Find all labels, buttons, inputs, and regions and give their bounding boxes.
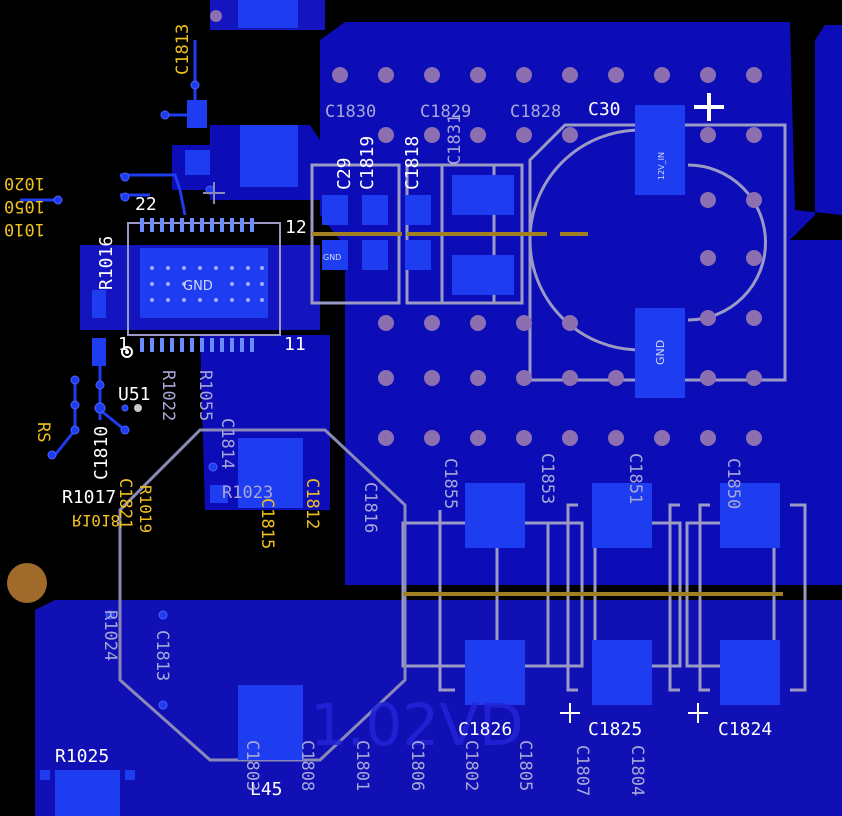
label-c1808: C1808	[297, 740, 317, 791]
via-row-5	[378, 430, 762, 446]
u51-thermal-vias	[150, 266, 264, 302]
label-c1829: C1829	[420, 102, 471, 122]
net-label-12v: 12V_IN	[657, 152, 666, 180]
label-1050: 1050	[4, 196, 45, 216]
via-row-3	[378, 315, 578, 331]
net-label-gnd-c29: GND	[323, 253, 341, 262]
label-r1023: R1023	[222, 483, 273, 503]
silkscreen-dim: C1830 C1829 C1828 C1831 R1022 R1055 C181…	[100, 102, 743, 796]
label-r1024: R1024	[100, 610, 120, 661]
label-c1855: C1855	[440, 458, 460, 509]
label-r1018: R1018	[72, 511, 120, 530]
label-pin1: 1	[118, 334, 129, 355]
c30-body-arc-2	[687, 163, 767, 322]
label-c1807: C1807	[572, 745, 592, 796]
c1824-bracket	[668, 503, 680, 692]
label-r1022: R1022	[158, 370, 178, 421]
label-c1825: C1825	[588, 719, 642, 740]
small-vias	[47, 80, 218, 710]
label-pin12: 12	[285, 217, 307, 238]
gold-bands	[312, 232, 783, 596]
label-c1850: C1850	[723, 458, 743, 509]
label-c1824: C1824	[718, 719, 772, 740]
label-r1019: R1019	[136, 485, 155, 533]
label-c1826: C1826	[458, 719, 512, 740]
via-row-2	[378, 127, 762, 143]
via-field	[210, 10, 762, 446]
label-c1830: C1830	[325, 102, 376, 122]
label-c1813-top: C1813	[173, 24, 193, 75]
label-c1828: C1828	[510, 102, 561, 122]
label-c1810: C1810	[91, 426, 112, 480]
label-c1812: C1812	[302, 478, 322, 529]
label-1020: 1020	[4, 173, 45, 193]
label-1010: 1010	[4, 219, 45, 239]
polarity-marks	[203, 93, 724, 723]
label-c1802: C1802	[461, 740, 481, 791]
label-c1805: C1805	[515, 740, 535, 791]
u51-pin1-marker	[121, 346, 133, 358]
label-c1801: C1801	[352, 740, 372, 791]
fiducial-marker	[7, 563, 47, 603]
label-pin22: 22	[135, 194, 157, 215]
label-pin11: 11	[284, 334, 306, 355]
label-c1819: C1819	[357, 136, 378, 190]
label-u51: U51	[118, 384, 151, 405]
label-rs: RS	[33, 422, 53, 442]
label-r1025: R1025	[55, 746, 109, 767]
label-c1815: C1815	[257, 498, 277, 549]
c1826-bracket	[438, 510, 455, 692]
c1823-bracket-right	[790, 503, 807, 692]
c1825-bracket	[566, 503, 578, 692]
via-row-1	[332, 67, 762, 83]
c30-outline	[528, 123, 787, 382]
via-row-4	[378, 370, 624, 386]
via-column-right	[700, 192, 762, 386]
label-l45: L45	[250, 779, 283, 800]
label-c29: C29	[334, 157, 355, 190]
label-c1804: C1804	[627, 745, 647, 796]
label-c1831: C1831	[445, 114, 465, 165]
label-r1016: R1016	[96, 236, 117, 290]
label-c1814: C1814	[217, 418, 237, 469]
l45-outline	[118, 428, 407, 762]
test-point	[134, 404, 142, 412]
label-c1813: C1813	[152, 630, 172, 681]
c1823-bracket	[698, 503, 710, 692]
label-c30: C30	[588, 99, 621, 120]
label-c1851: C1851	[625, 453, 645, 504]
label-r1017: R1017	[62, 487, 116, 508]
c30-body-arc	[528, 128, 641, 352]
label-c1821: C1821	[115, 478, 135, 529]
label-r1055: R1055	[195, 370, 215, 421]
label-c1816: C1816	[360, 482, 380, 533]
silkscreen-white: C30 22 12 1 11 U51 R1016 R1017 R1025 L45…	[55, 99, 772, 800]
net-label-gnd-u51: GND	[183, 279, 213, 294]
label-c1853: C1853	[537, 453, 557, 504]
net-label-power: 1.02VD	[310, 691, 523, 759]
label-c1803: C1803	[242, 740, 262, 791]
silkscreen-yellow: C1813 1020 1050 1010 RS C1821 C1812 C181…	[4, 24, 322, 549]
silkscreen-yellow-mirrored: R1018 R1019	[72, 485, 155, 533]
label-c1818: C1818	[402, 136, 423, 190]
u51-pins	[140, 218, 254, 352]
label-c1806: C1806	[407, 740, 427, 791]
pads	[40, 0, 780, 816]
net-label-gnd-c30: GND	[654, 340, 667, 365]
